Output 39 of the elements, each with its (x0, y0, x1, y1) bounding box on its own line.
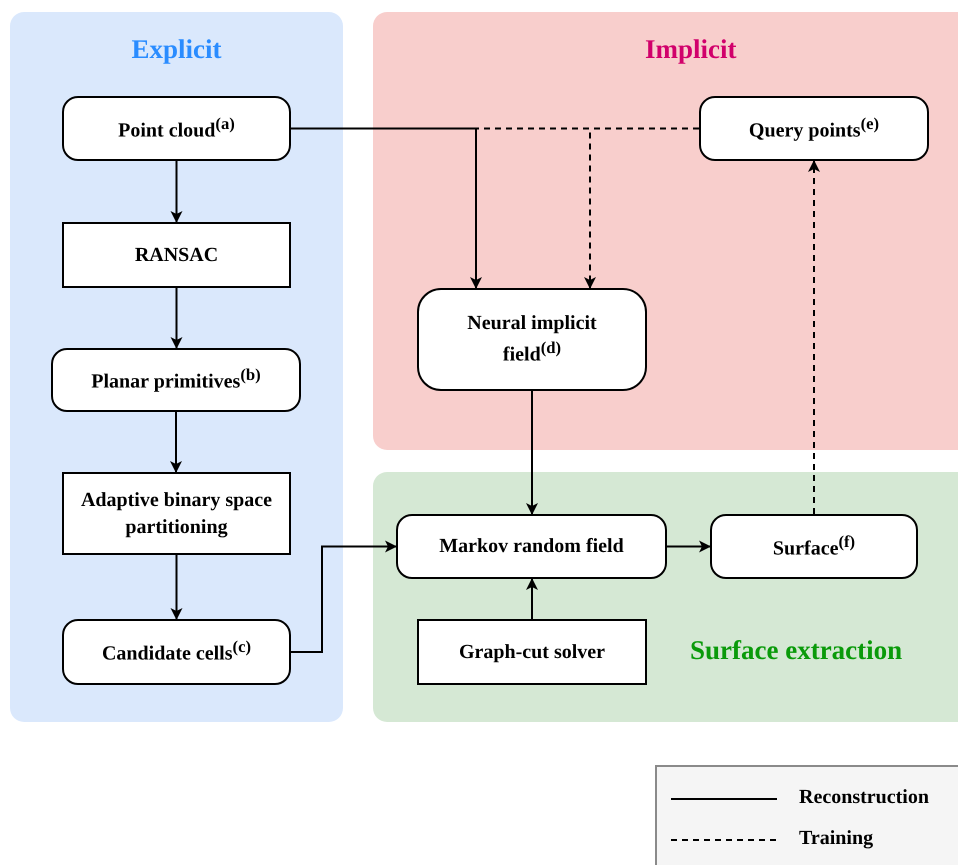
node-label: Neural implicit field$^{(d)}$ (466, 311, 598, 368)
arrow (291, 128, 482, 289)
step-box (62, 472, 291, 555)
group-heading: Explicit (132, 34, 222, 65)
node-label: RANSAC (134, 242, 220, 268)
node-label: Point cloud$^{(a)}$ (117, 112, 236, 144)
arrow (291, 540, 397, 653)
process-box (710, 514, 918, 579)
group-panel (373, 472, 958, 722)
process-box (62, 619, 291, 685)
process-box (62, 96, 291, 161)
arrow (526, 578, 538, 619)
node-label: Candidate cells$^{(c)}$ (100, 636, 252, 667)
process-box (396, 514, 667, 579)
arrow (170, 161, 182, 223)
dashed-arrow (475, 128, 699, 289)
dashed-arrow (808, 160, 820, 514)
legend-label: Reconstruction (799, 786, 929, 809)
arrow (667, 540, 711, 552)
arrow (170, 555, 182, 620)
group-heading: Implicit (645, 34, 736, 65)
group-panel (373, 12, 958, 450)
step-box (62, 222, 291, 288)
group-heading: Surface extraction (690, 635, 902, 666)
arrow (170, 412, 182, 473)
process-box (51, 348, 301, 412)
legend-label: Training (799, 827, 874, 850)
process-box (417, 288, 647, 391)
arrow (526, 391, 538, 515)
node-label: Markov random field (438, 534, 625, 559)
node-label: Adaptive binary space partitioning (80, 488, 274, 540)
node-label: Surface$^{(f)}$ (772, 530, 856, 562)
group-panel (10, 12, 343, 722)
arrow (170, 288, 182, 349)
step-box (417, 619, 647, 685)
node-label: Query points$^{(e)}$ (748, 112, 880, 144)
process-box (699, 96, 929, 161)
node-label: Graph-cut solver (458, 640, 606, 664)
node-label: Planar primitives$^{(b)}$ (90, 364, 262, 395)
